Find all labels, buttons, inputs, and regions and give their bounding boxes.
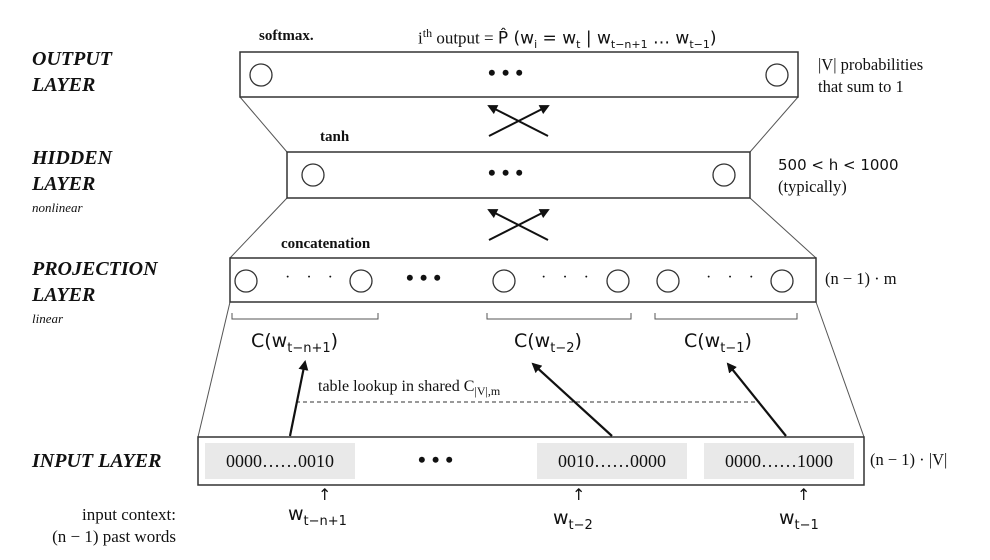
context-word: wt−1 <box>779 507 819 533</box>
onehot-vector: 0000……0010 <box>205 443 355 479</box>
neuron-circle <box>249 63 273 87</box>
input-size-note: (n − 1) · |V| <box>870 450 948 469</box>
output-layer-box <box>239 51 799 98</box>
context-word: wt−2 <box>553 507 593 533</box>
connector-line <box>239 96 288 153</box>
up-arrow-icon: ↑ <box>797 485 811 504</box>
segment-brace <box>486 313 632 320</box>
projection-size-note: (n − 1) · m <box>825 269 897 288</box>
embedding-label: C(wt−2) <box>514 330 582 356</box>
neuron-circle <box>234 269 258 293</box>
up-arrow-icon: ↑ <box>318 485 332 504</box>
tanh-label: tanh <box>320 129 350 145</box>
neuron-circle <box>656 269 680 293</box>
connector-line <box>815 301 865 438</box>
hidden-layer-box <box>286 151 751 199</box>
lookup-arrow <box>288 360 309 437</box>
hidden-ellipsis: ••• <box>488 160 530 185</box>
neuron-circle <box>301 163 325 187</box>
lookup-arrow <box>531 362 613 437</box>
onehot-vector: 0000……1000 <box>704 443 854 479</box>
hidden-size-note: 500 < h < 1000(typically) <box>778 156 899 196</box>
onehot-vector: 0010……0000 <box>537 443 687 479</box>
projection-ellipsis-segment: · · · <box>706 269 760 286</box>
context-word: wt−n+1 <box>288 503 347 529</box>
softmax-label: softmax. <box>259 28 314 44</box>
neuron-circle <box>770 269 794 293</box>
neuron-circle <box>606 269 630 293</box>
embedding-label: C(wt−1) <box>684 330 752 356</box>
fully-connected-arrow <box>488 209 550 241</box>
segment-brace <box>654 313 798 320</box>
input-ellipsis: ••• <box>418 447 460 472</box>
output-formula: ith output = P̂ (wi = wt | wt−n+1 … wt−1… <box>418 26 717 52</box>
input-layer-label: INPUT LAYER <box>32 450 162 472</box>
table-lookup-note: table lookup in shared C|V|,m <box>318 378 501 399</box>
projection-ellipsis-segment: · · · <box>285 269 339 286</box>
hidden-layer-sub: nonlinear <box>32 200 83 215</box>
neuron-circle <box>492 269 516 293</box>
connector-line <box>197 301 231 438</box>
connector-line <box>229 197 288 259</box>
neuron-circle <box>349 269 373 293</box>
neuron-circle <box>765 63 789 87</box>
connector-line <box>749 96 799 153</box>
lookup-arrow <box>726 362 787 437</box>
concatenation-label: concatenation <box>281 236 371 252</box>
projection-ellipsis-segment: · · · <box>541 269 595 286</box>
up-arrow-icon: ↑ <box>572 485 586 504</box>
input-context-note: input context:(n − 1) past words <box>52 505 176 546</box>
projection-layer-box <box>229 257 817 303</box>
segment-brace <box>231 313 379 320</box>
output-ellipsis: ••• <box>488 60 530 85</box>
connector-line <box>749 197 817 259</box>
fully-connected-arrow <box>488 105 550 137</box>
embedding-label: C(wt−n+1) <box>251 330 339 356</box>
projection-layer-sub: linear <box>32 311 64 326</box>
neuron-circle <box>712 163 736 187</box>
projection-ellipsis-main: ••• <box>406 265 448 290</box>
